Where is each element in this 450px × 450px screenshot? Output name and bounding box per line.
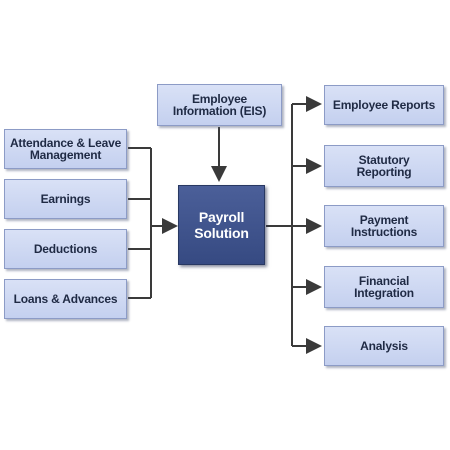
- node-payment-instructions: Payment Instructions: [324, 205, 444, 247]
- node-payroll-solution: Payroll Solution: [178, 185, 265, 265]
- node-label: Earnings: [40, 192, 91, 206]
- node-deductions: Deductions: [4, 229, 127, 269]
- node-label: Payment Instructions: [350, 213, 418, 239]
- node-earnings: Earnings: [4, 179, 127, 219]
- node-label: Employee Reports: [332, 98, 436, 112]
- node-label: Deductions: [33, 242, 98, 256]
- node-label: Employee Information (EIS): [172, 92, 267, 118]
- node-label: Statutory Reporting: [356, 153, 412, 179]
- node-employee-reports: Employee Reports: [324, 85, 444, 125]
- node-label: Analysis: [360, 339, 408, 353]
- node-label: Payroll Solution: [194, 209, 249, 241]
- node-loans-advances: Loans & Advances: [4, 279, 127, 319]
- node-employee-information: Employee Information (EIS): [157, 84, 282, 126]
- node-label: Financial Integration: [354, 274, 414, 300]
- node-analysis: Analysis: [324, 326, 444, 366]
- node-label: Attendance & Leave Management: [9, 136, 122, 162]
- node-label: Loans & Advances: [13, 292, 118, 306]
- node-financial-integration: Financial Integration: [324, 266, 444, 308]
- node-attendance-leave: Attendance & Leave Management: [4, 129, 127, 169]
- node-statutory-reporting: Statutory Reporting: [324, 145, 444, 187]
